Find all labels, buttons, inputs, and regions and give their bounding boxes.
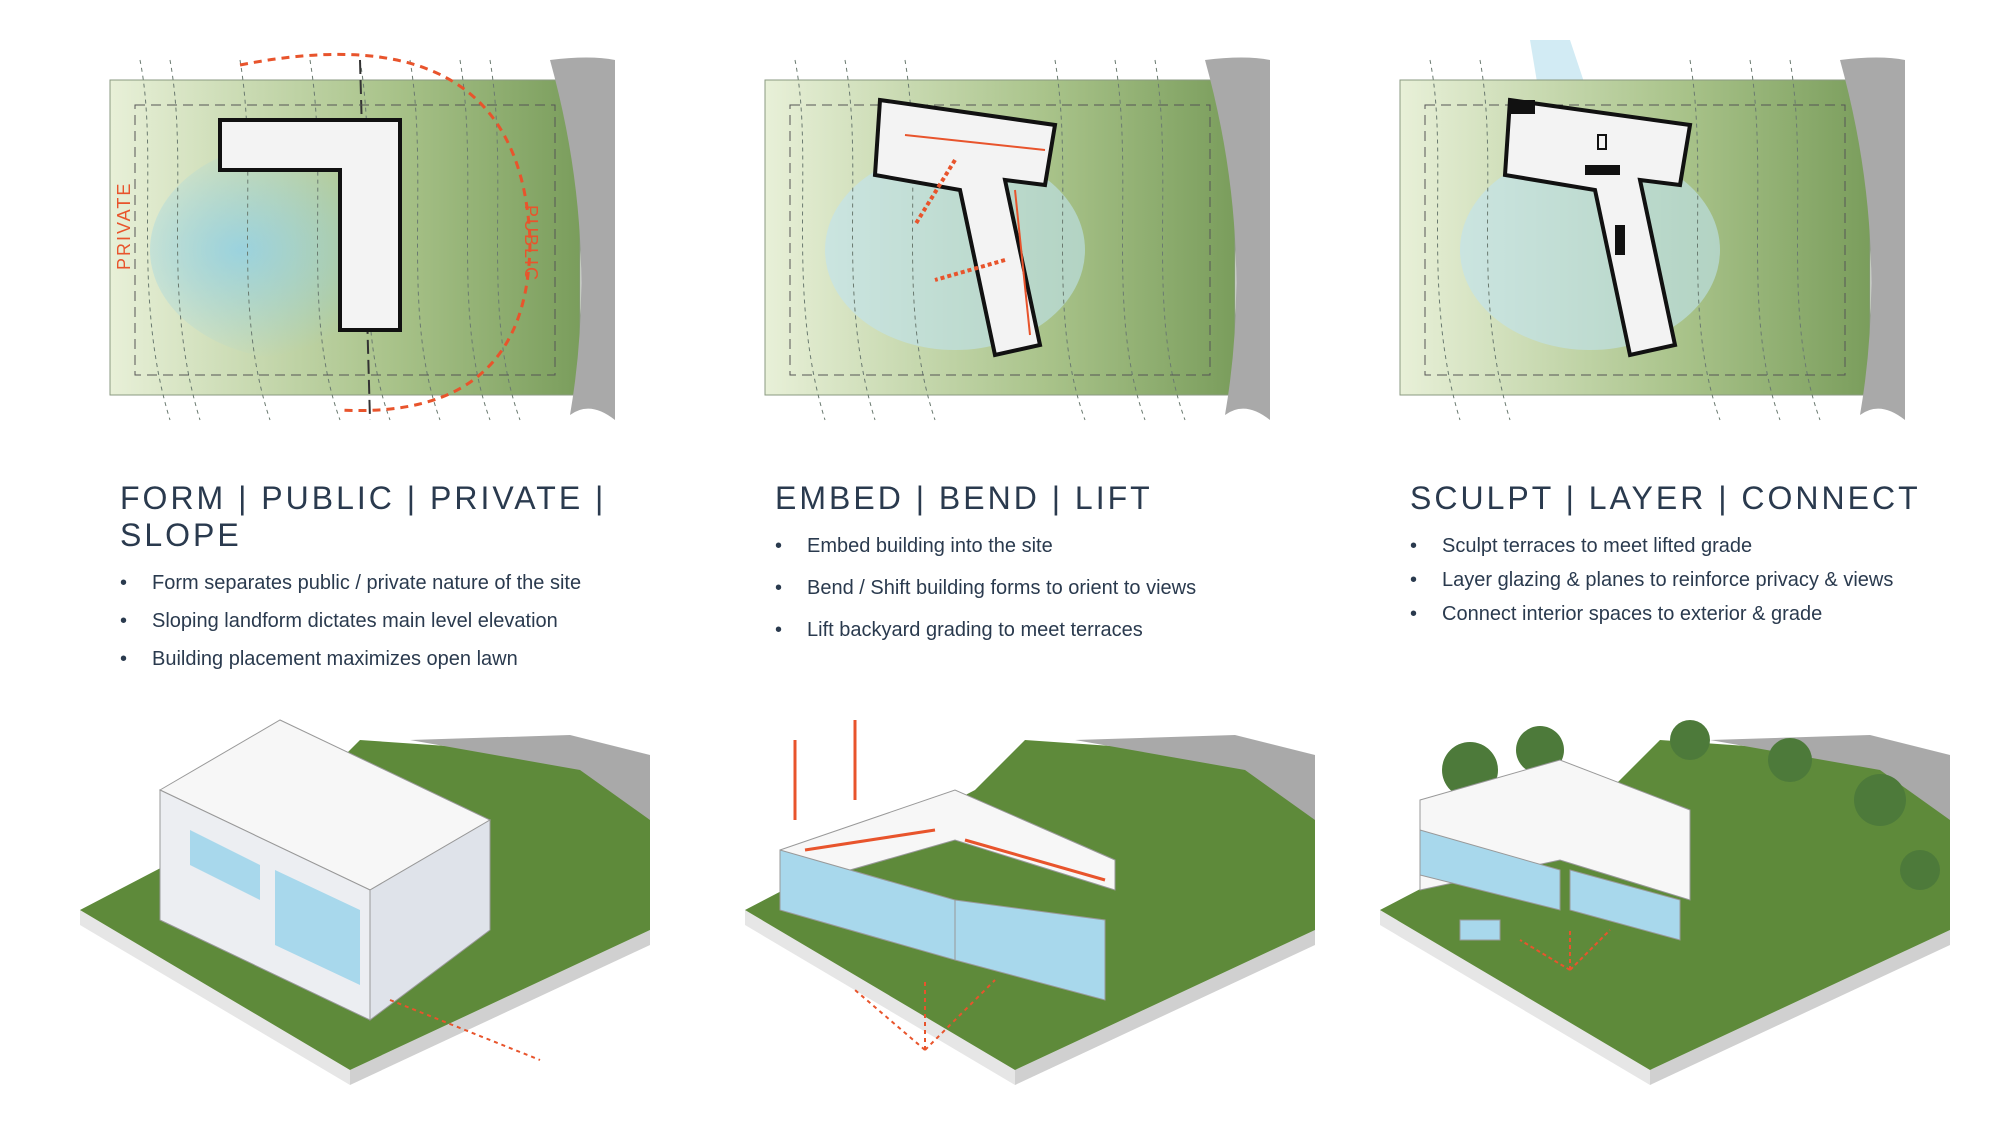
site-plan-3 (1390, 40, 1930, 440)
isometric-view-2 (725, 700, 1325, 1090)
isometric-2-drawing (745, 720, 1315, 1085)
isometric-1-drawing (80, 719, 650, 1085)
isometric-view-1 (60, 700, 660, 1090)
bullet-item: Building placement maximizes open lawn (120, 644, 680, 674)
bullet-item: Sculpt terraces to meet lifted grade (1410, 531, 1970, 561)
public-label: PUBLIC (521, 205, 541, 282)
bullet-list: Sculpt terraces to meet lifted grade Lay… (1410, 531, 1970, 629)
site-plan-2-drawing (764, 57, 1270, 421)
caption-2: EMBED | BEND | LIFT Embed building into … (775, 480, 1335, 645)
site-plan-2 (755, 40, 1295, 440)
panel-title: SCULPT | LAYER | CONNECT (1410, 480, 1921, 516)
panel-title: FORM | PUBLIC | PRIVATE | SLOPE (120, 480, 607, 553)
bullet-item: Sloping landform dictates main level ele… (120, 606, 680, 636)
isometric-view-3 (1360, 700, 1960, 1090)
caption-3: SCULPT | LAYER | CONNECT Sculpt terraces… (1410, 480, 1970, 629)
bullet-item: Connect interior spaces to exterior & gr… (1410, 599, 1970, 629)
site-plan-1-drawing: PRIVATE PUBLIC (109, 52, 615, 421)
bullet-item: Embed building into the site (775, 531, 1335, 561)
bullet-item: Form separates public / private nature o… (120, 568, 680, 598)
site-plan-1: PRIVATE PUBLIC (100, 40, 640, 440)
bullet-item: Bend / Shift building forms to orient to… (775, 573, 1335, 603)
bullet-item: Lift backyard grading to meet terraces (775, 615, 1335, 645)
panel-title: EMBED | BEND | LIFT (775, 480, 1153, 516)
bullet-list: Embed building into the site Bend / Shif… (775, 531, 1335, 645)
site-plan-3-drawing (1399, 40, 1905, 421)
private-label: PRIVATE (114, 182, 134, 270)
isometric-3-drawing (1380, 720, 1950, 1085)
caption-1: FORM | PUBLIC | PRIVATE | SLOPE Form sep… (120, 480, 680, 674)
bullet-item: Layer glazing & planes to reinforce priv… (1410, 565, 1970, 595)
bullet-list: Form separates public / private nature o… (120, 568, 680, 674)
